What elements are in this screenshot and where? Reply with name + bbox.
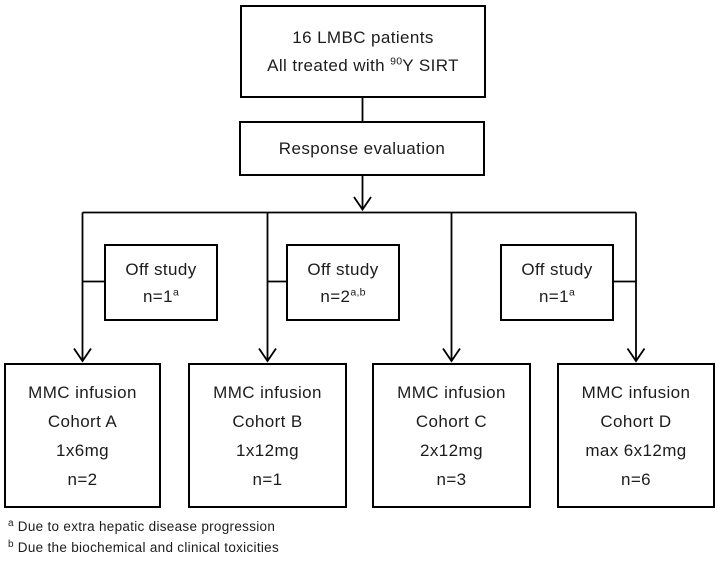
off-study-1-title: Off study [125,259,197,279]
off-study-3-count: n=1a [539,283,575,310]
cohort-a-line1: MMC infusion [28,382,137,402]
off-study-3-footnote-ref: a [568,285,576,298]
off-study-1-n: n=1 [142,286,173,306]
arrow-head-d [626,347,646,363]
footnote-a-text: Due to extra hepatic disease progression [17,519,276,534]
arrow-head-b [258,347,277,363]
footnote-b-marker: b [8,538,14,550]
patients-line1: 16 LMBC patients [292,27,434,47]
isotope-90-superscript: 90 [390,54,403,67]
node-response-evaluation: Response evaluation [239,121,485,176]
node-cohort-b: MMC infusion Cohort B 1x12mg n=1 [188,363,347,508]
off-study-2-count: n=2a,b [320,283,365,310]
footnote-a-marker: a [8,517,14,529]
response-label: Response evaluation [278,138,446,158]
cohort-a-line4: n=2 [67,469,98,489]
cohort-c-line3: 2x12mg [420,440,483,460]
footnote-b-text: Due the biochemical and clinical toxicit… [17,540,280,555]
cohort-b-line4: n=1 [252,469,283,489]
cohort-c-line4: n=3 [436,469,467,489]
patients-line2: All treated with 90Y SIRT [267,52,459,80]
cohort-c-line2: Cohort C [415,411,488,431]
node-patients: 16 LMBC patients All treated with 90Y SI… [240,5,486,98]
patients-line2-text: All treated with [267,55,391,75]
cohort-a-line3: 1x6mg [55,440,110,460]
off-study-2-footnote-ref: a,b [350,285,366,298]
arrow-response-head [353,196,372,212]
node-off-study-3: Off study n=1a [500,244,614,321]
node-off-study-1: Off study n=1a [104,244,218,321]
patients-line2-rest: Y SIRT [402,55,459,75]
cohort-b-line2: Cohort B [232,411,303,431]
off-study-1-footnote-ref: a [172,285,180,298]
off-study-1-count: n=1a [143,283,179,310]
off-study-2-title: Off study [307,259,379,279]
off-study-2-n: n=2 [320,286,351,306]
cohort-d-line4: n=6 [620,469,652,489]
node-cohort-a: MMC infusion Cohort A 1x6mg n=2 [4,363,161,508]
node-cohort-c: MMC infusion Cohort C 2x12mg n=3 [372,363,531,508]
cohort-d-line1: MMC infusion [581,382,691,402]
cohort-b-line1: MMC infusion [213,382,322,402]
cohort-c-line1: MMC infusion [397,382,506,402]
off-study-3-n: n=1 [538,286,569,306]
cohort-d-line2: Cohort D [600,411,672,431]
node-cohort-d: MMC infusion Cohort D max 6x12mg n=6 [557,363,715,508]
cohort-d-line3: max 6x12mg [585,440,687,460]
cohort-a-line2: Cohort A [47,411,118,431]
arrow-head-a [73,347,92,363]
arrow-head-c [442,347,461,363]
node-off-study-2: Off study n=2a,b [286,244,400,321]
off-study-3-title: Off study [521,259,593,279]
cohort-b-line3: 1x12mg [236,440,299,460]
